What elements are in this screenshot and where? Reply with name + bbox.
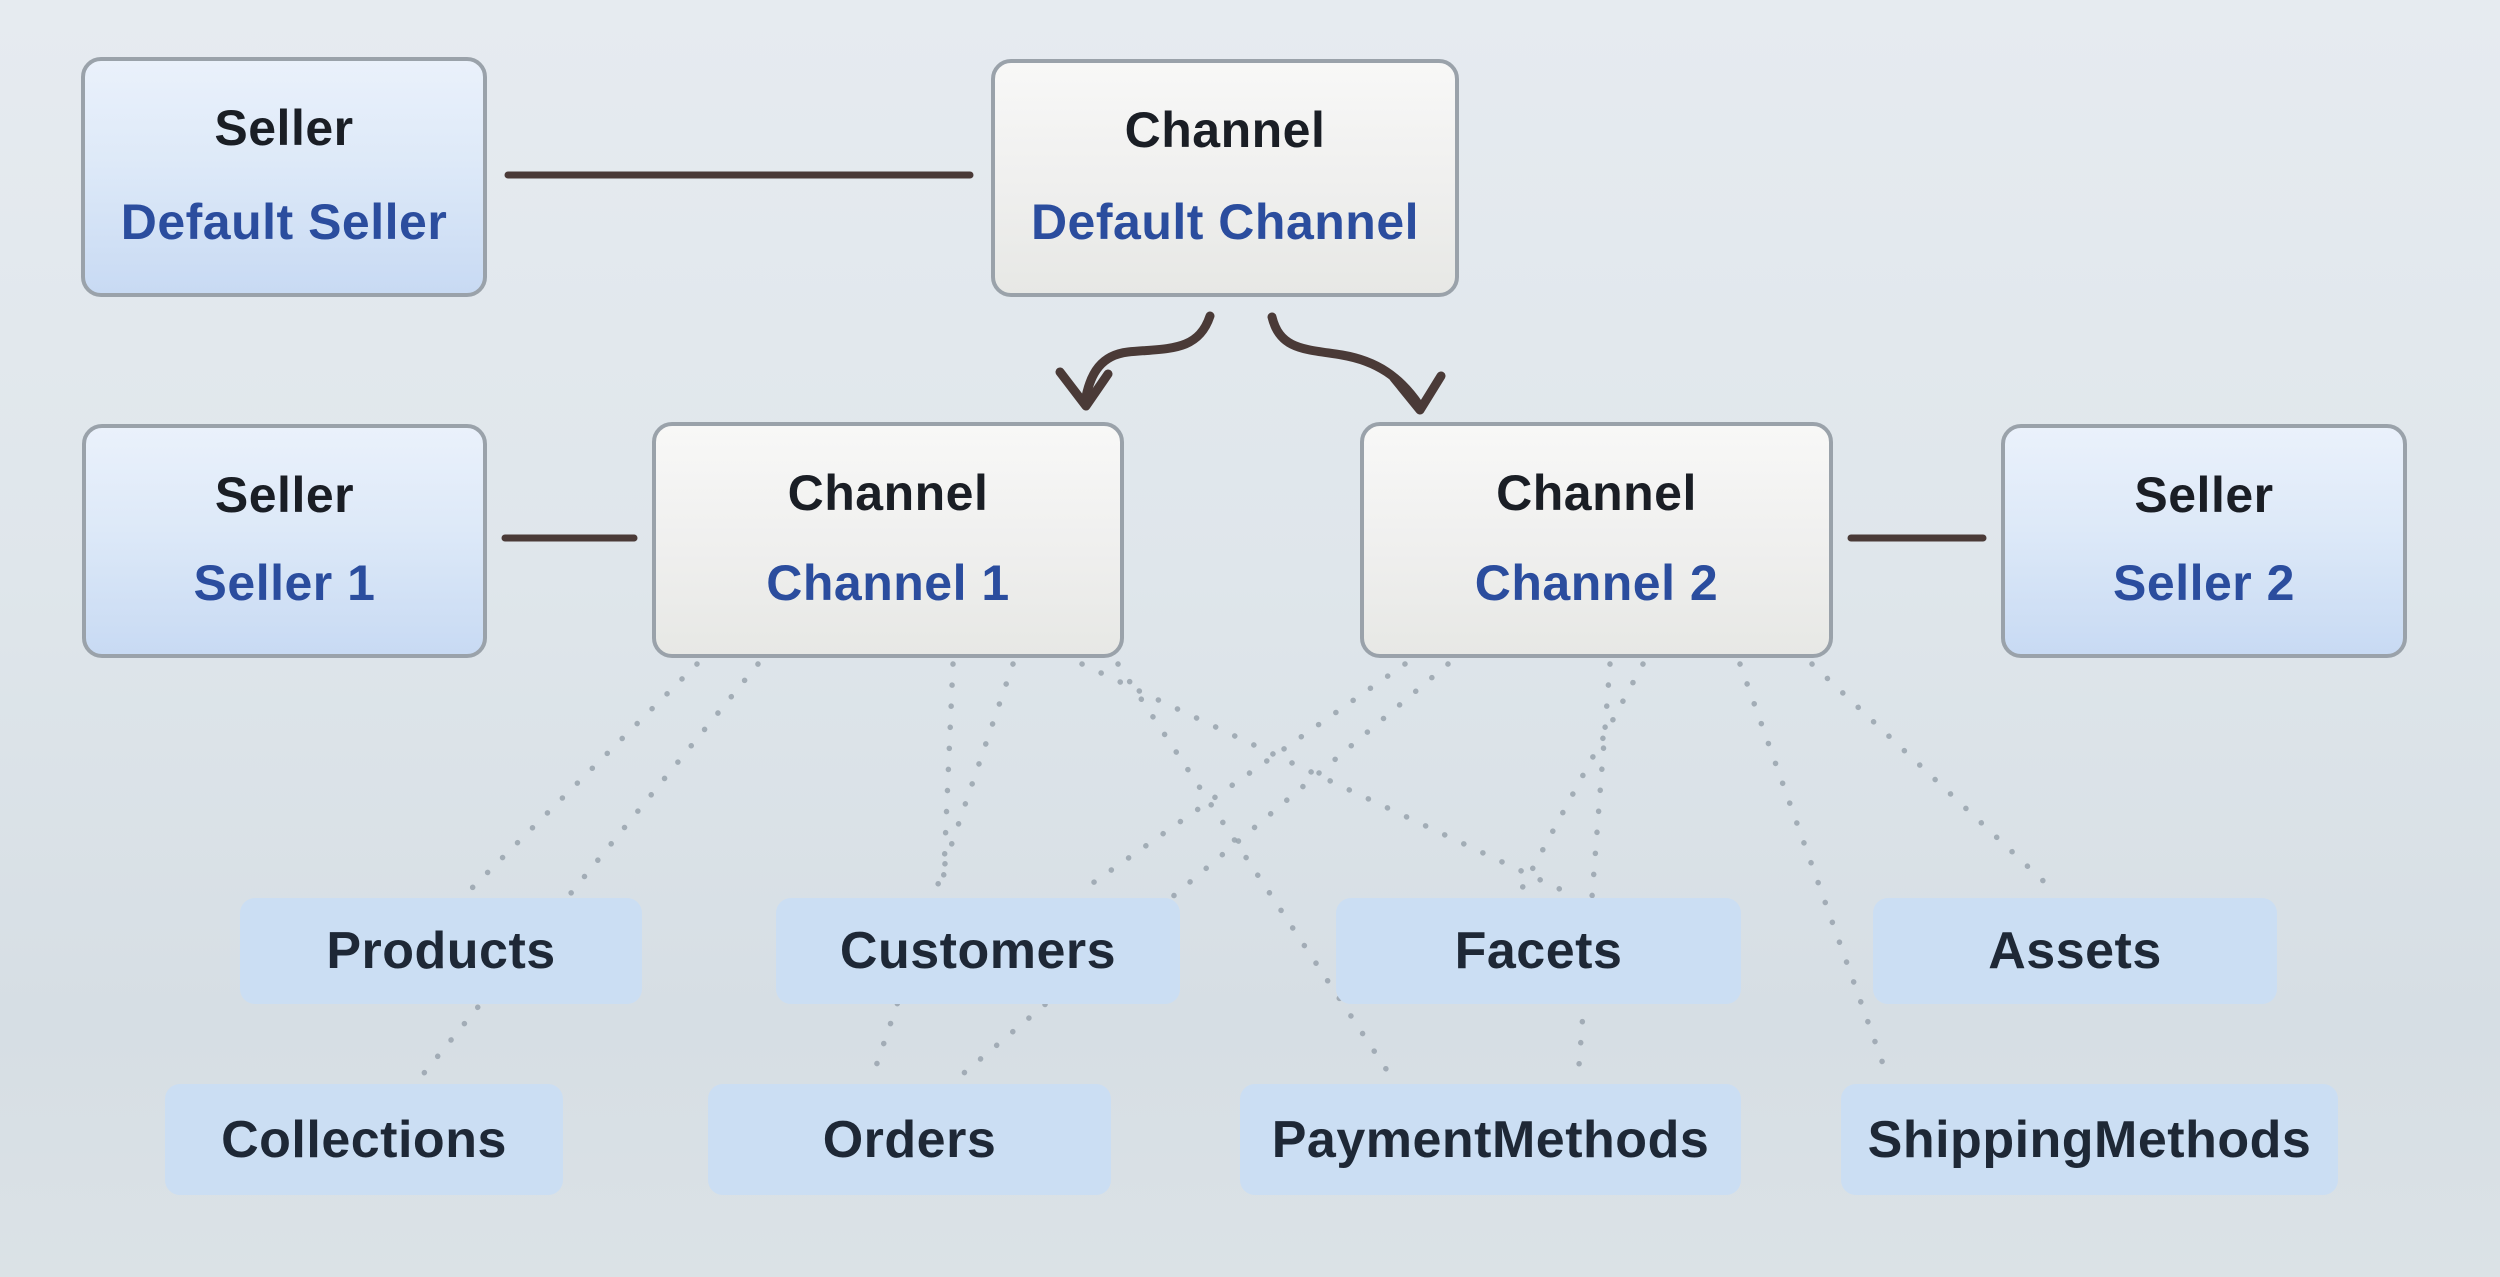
node-name-label: Seller 2	[2113, 555, 2295, 611]
dotted-link-channel-2-shipping-methods	[1737, 661, 1891, 1081]
arrow-shaft-default-channel-channel-1	[1080, 311, 1215, 407]
dotted-link-channel-2-orders	[955, 661, 1451, 1081]
entity-assets: Assets	[1873, 898, 2277, 1004]
node-default-channel: Channel Default Channel	[991, 59, 1459, 297]
node-type-label: Channel	[1496, 465, 1697, 521]
dotted-link-channel-2-payment-methods	[1575, 661, 1613, 1081]
node-type-label: Seller	[2134, 467, 2274, 523]
dotted-link-channel-1-orders	[869, 661, 1016, 1081]
dotted-link-channel-1-collections	[417, 661, 761, 1081]
node-channel-1: Channel Channel 1	[652, 422, 1124, 658]
node-name-label: Channel 2	[1474, 555, 1719, 611]
node-seller-2: Seller Seller 2	[2001, 424, 2407, 658]
node-type-label: Channel	[787, 465, 989, 521]
entity-collections: Collections	[165, 1084, 563, 1195]
arrow-head-icon	[1389, 371, 1446, 415]
node-type-label: Channel	[1124, 102, 1326, 158]
arrow-head-icon	[1055, 367, 1113, 411]
dotted-link-channel-1-facets	[1079, 661, 1569, 895]
entity-facets: Facets	[1336, 898, 1741, 1004]
entity-payment-methods: PaymentMethods	[1240, 1084, 1741, 1195]
arrow-shaft-default-channel-channel-2	[1267, 312, 1424, 410]
node-seller-1: Seller Seller 1	[82, 424, 487, 658]
dotted-link-channel-1-products	[465, 661, 700, 895]
node-type-label: Seller	[214, 100, 354, 156]
node-default-seller: Seller Default Seller	[81, 57, 487, 297]
node-channel-2: Channel Channel 2	[1360, 422, 1833, 658]
node-name-label: Default Seller	[120, 194, 448, 250]
dotted-link-channel-2-facets	[1517, 661, 1646, 895]
dotted-link-channel-1-customers	[940, 661, 956, 895]
entity-products: Products	[240, 898, 642, 1004]
node-type-label: Seller	[214, 467, 355, 523]
node-name-label: Channel 1	[766, 555, 1010, 611]
node-name-label: Default Channel	[1030, 194, 1420, 250]
entity-customers: Customers	[776, 898, 1180, 1004]
entity-shipping-methods: ShippingMethods	[1841, 1084, 2338, 1195]
node-name-label: Seller 1	[193, 555, 376, 611]
dotted-link-channel-1-payment-methods	[1115, 661, 1395, 1081]
dotted-link-channel-2-customers	[1077, 661, 1408, 895]
entity-orders: Orders	[708, 1084, 1111, 1195]
dotted-link-channel-2-assets	[1809, 661, 2058, 895]
